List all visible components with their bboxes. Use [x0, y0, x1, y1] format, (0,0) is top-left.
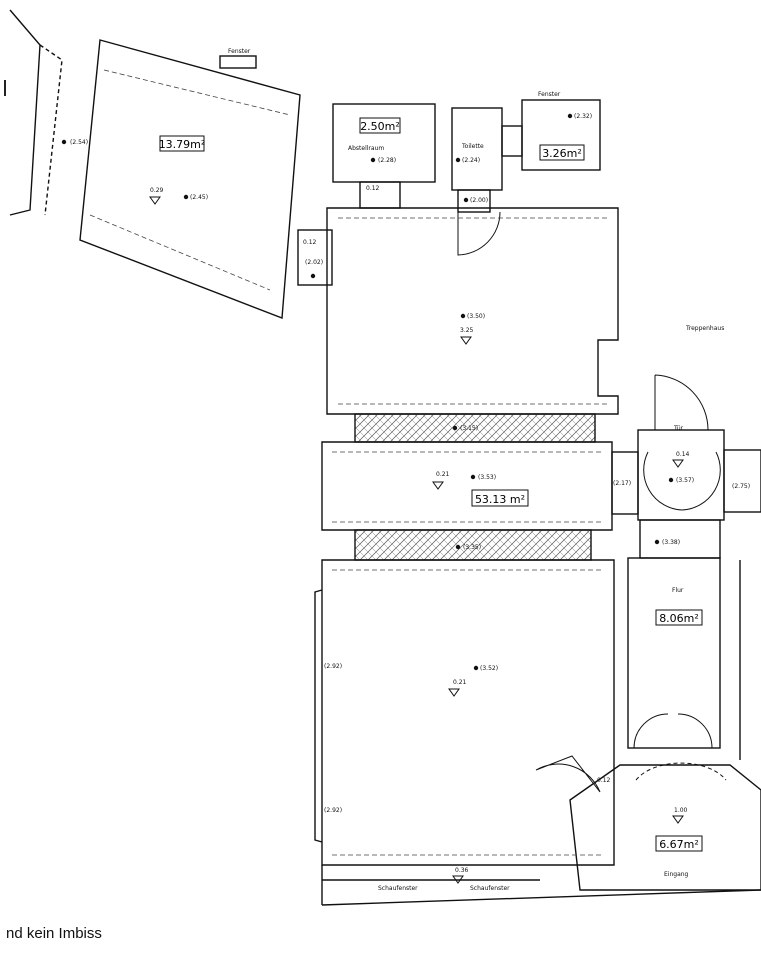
height-lower-room: (3.52)	[480, 665, 498, 672]
height-hall-top: (3.50)	[467, 313, 485, 320]
height-tuer: (3.57)	[676, 477, 694, 484]
height-toilette: (2.24)	[462, 157, 480, 164]
level-7: 0.14	[676, 451, 690, 458]
height-right: (2.75)	[732, 483, 750, 490]
height-abstellraum: (2.28)	[378, 157, 396, 164]
height-side: (2.17)	[613, 480, 631, 487]
level-5: 0.36	[455, 867, 469, 874]
area-label-flur: 8.06m²	[659, 612, 699, 625]
label-eingang: Eingang	[664, 871, 689, 878]
label-abstellraum: Abstellraum	[348, 145, 384, 152]
margin-mark	[4, 80, 6, 96]
level-6: 1.00	[674, 807, 688, 814]
label-treppenhaus: Treppenhaus	[685, 325, 724, 332]
height-left-2: (2.92)	[324, 807, 342, 814]
tuer-room	[637, 429, 725, 521]
height-corridor: (2.00)	[470, 197, 488, 204]
level-3: 0.21	[436, 471, 450, 478]
height-room1: (2.45)	[190, 194, 208, 201]
level-2: 3.25	[460, 327, 474, 334]
height-main-hall: (3.53)	[478, 474, 496, 481]
level-9: 0.12	[366, 185, 380, 192]
main-hall-53	[321, 441, 613, 531]
height-band2: (3.35)	[463, 544, 481, 551]
footer-text: nd kein Imbiss	[6, 925, 102, 942]
label-fenster-right: Fenster	[538, 91, 561, 98]
level-10: 0.12	[597, 777, 611, 784]
door-arc-flur-b	[677, 713, 713, 749]
left-wall-fragment	[9, 9, 41, 216]
door-arc-tuer-b	[681, 451, 721, 511]
level-4: 0.21	[453, 679, 467, 686]
level-8: 0.12	[303, 239, 317, 246]
label-flur: Flur	[672, 587, 684, 594]
eingang-room	[569, 764, 761, 891]
label-schaufenster-2: Schaufenster	[470, 885, 510, 892]
door-arc-hall	[457, 211, 501, 256]
area-label-eingang: 6.67m²	[659, 838, 699, 851]
main-hall-top	[326, 207, 619, 415]
label-tuer: Tür	[673, 425, 684, 432]
level-1: 0.29	[150, 187, 164, 194]
door-arc-entry	[535, 755, 601, 793]
door-arc-tuer	[654, 374, 709, 431]
height-band1: (3.15)	[460, 425, 478, 432]
height-flur-top: (3.38)	[662, 539, 680, 546]
area-label-bath: 3.26m²	[542, 147, 582, 160]
height-bath: (2.32)	[574, 113, 592, 120]
label-schaufenster-1: Schaufenster	[378, 885, 418, 892]
height-room1b: (2.54)	[70, 139, 88, 146]
area-label-abstellraum: 2.50m²	[360, 120, 400, 133]
abstellraum-room	[332, 103, 436, 183]
area-label-top-left: 13.79m²	[159, 138, 206, 151]
door-arc-tuer-a	[643, 451, 683, 511]
height-door: (2.02)	[305, 259, 323, 266]
height-left-1: (2.92)	[324, 663, 342, 670]
label-toilette: Toilette	[461, 143, 484, 150]
window-top-left	[219, 55, 257, 69]
label-fenster-left: Fenster	[228, 48, 251, 55]
lower-room	[321, 559, 615, 866]
area-label-main-hall: 53.13 m²	[475, 493, 525, 506]
door-arc-flur-a	[633, 713, 669, 749]
flur-room	[627, 557, 721, 749]
room-top-left	[79, 39, 301, 319]
